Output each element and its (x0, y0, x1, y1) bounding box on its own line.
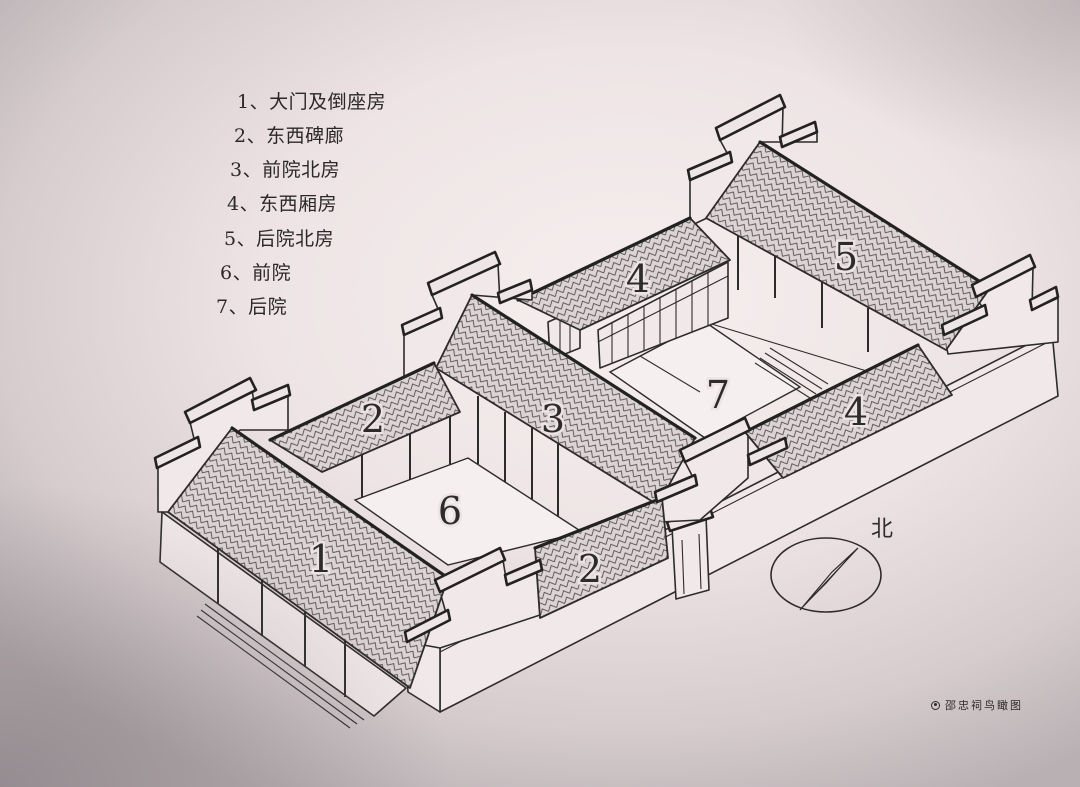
compass-needle-icon (799, 547, 859, 611)
label-front-courtyard: 6 (438, 489, 462, 533)
figure-caption: 邵忠祠鸟瞰图 (931, 697, 1023, 713)
caption-text: 邵忠祠鸟瞰图 (945, 699, 1023, 712)
label-west-corridor: 2 (361, 397, 385, 441)
label-rear-courtyard: 7 (706, 373, 730, 417)
label-rear-north-hall: 5 (834, 235, 858, 279)
bullseye-icon (931, 700, 940, 710)
compass-north-label: 北 (871, 517, 893, 542)
gable-cap (778, 120, 819, 149)
compass-needle-light-half (799, 547, 859, 611)
compass-ring (770, 537, 882, 613)
label-west-wing: 4 (626, 257, 650, 301)
label-east-wing: 4 (844, 390, 868, 434)
label-gate-house: 1 (309, 537, 333, 581)
label-front-north-hall: 3 (541, 397, 565, 441)
label-east-corridor: 2 (578, 547, 602, 591)
